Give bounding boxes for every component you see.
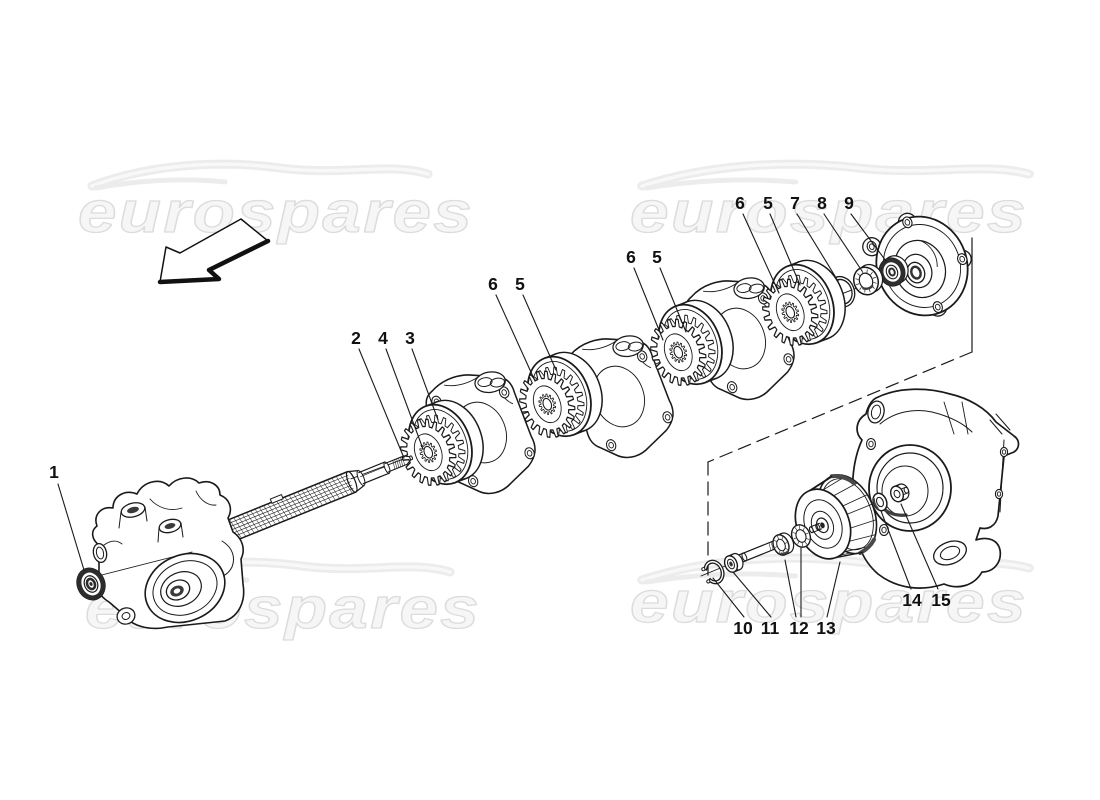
projection-plane-lines xyxy=(707,237,973,578)
front-pump-housing xyxy=(85,477,245,630)
callout-label: 13 xyxy=(816,618,836,638)
watermark-text: eurospares xyxy=(78,180,474,245)
callout-leader-line xyxy=(522,294,557,371)
nut xyxy=(889,483,910,503)
callout-leader-line xyxy=(732,571,772,618)
callout-leader-line xyxy=(796,213,839,282)
callout-leader-line xyxy=(823,213,863,272)
gear-cluster-3 xyxy=(650,299,734,387)
callout-leader-line xyxy=(712,577,745,618)
callout-leader-line xyxy=(495,294,536,382)
callout-label: 7 xyxy=(790,193,800,213)
callout-label: 3 xyxy=(405,328,415,348)
callout-label: 15 xyxy=(931,590,951,610)
callout-label: 1 xyxy=(49,462,59,482)
parts-artwork xyxy=(76,212,1020,630)
gear-cluster-2 xyxy=(519,351,603,439)
callout-leader-line xyxy=(57,483,85,571)
washer xyxy=(872,492,888,512)
impeller-bearing-2 xyxy=(790,524,812,548)
callout-label: 9 xyxy=(844,193,854,213)
callout-leader-line xyxy=(385,348,424,450)
callout-leader-line xyxy=(659,267,687,333)
callout-leader-line xyxy=(358,348,405,459)
bearing-small xyxy=(852,263,884,296)
callout-label: 6 xyxy=(626,247,636,267)
callout-label: 11 xyxy=(761,618,780,638)
callout-leader-line xyxy=(742,213,780,294)
callout-leader-line xyxy=(633,267,664,341)
callout-label: 5 xyxy=(652,247,662,267)
watermark-text: eurospares xyxy=(630,180,1028,245)
callout-leader-line xyxy=(826,561,841,618)
callout-leader-line xyxy=(880,510,912,590)
callout-label: 4 xyxy=(378,328,388,348)
callout-label: 5 xyxy=(515,274,525,294)
gear-cluster-1 xyxy=(400,399,484,487)
callout-label: 12 xyxy=(789,618,809,638)
callout-label: 6 xyxy=(735,193,745,213)
callout-leader-line xyxy=(900,503,939,590)
spacer-sleeve xyxy=(723,552,744,573)
callout-label: 8 xyxy=(817,193,827,213)
impeller-circlip xyxy=(701,559,725,585)
callout-label: 10 xyxy=(733,618,753,638)
callout-leader-line xyxy=(784,559,797,618)
callout-label: 14 xyxy=(902,590,922,610)
callout-leader-line xyxy=(411,348,439,421)
callout-label: 5 xyxy=(763,193,773,213)
impeller-bearing-1 xyxy=(772,532,795,556)
callout-leader-line xyxy=(769,213,801,286)
callout-label: 2 xyxy=(351,328,361,348)
gear-cluster-4 xyxy=(762,259,846,347)
callout-leader-line xyxy=(850,213,887,262)
direction-arrow-icon xyxy=(157,218,271,285)
water-pump-rear-housing xyxy=(851,388,1020,589)
callout-label: 6 xyxy=(488,274,498,294)
seal-ring xyxy=(76,567,106,601)
